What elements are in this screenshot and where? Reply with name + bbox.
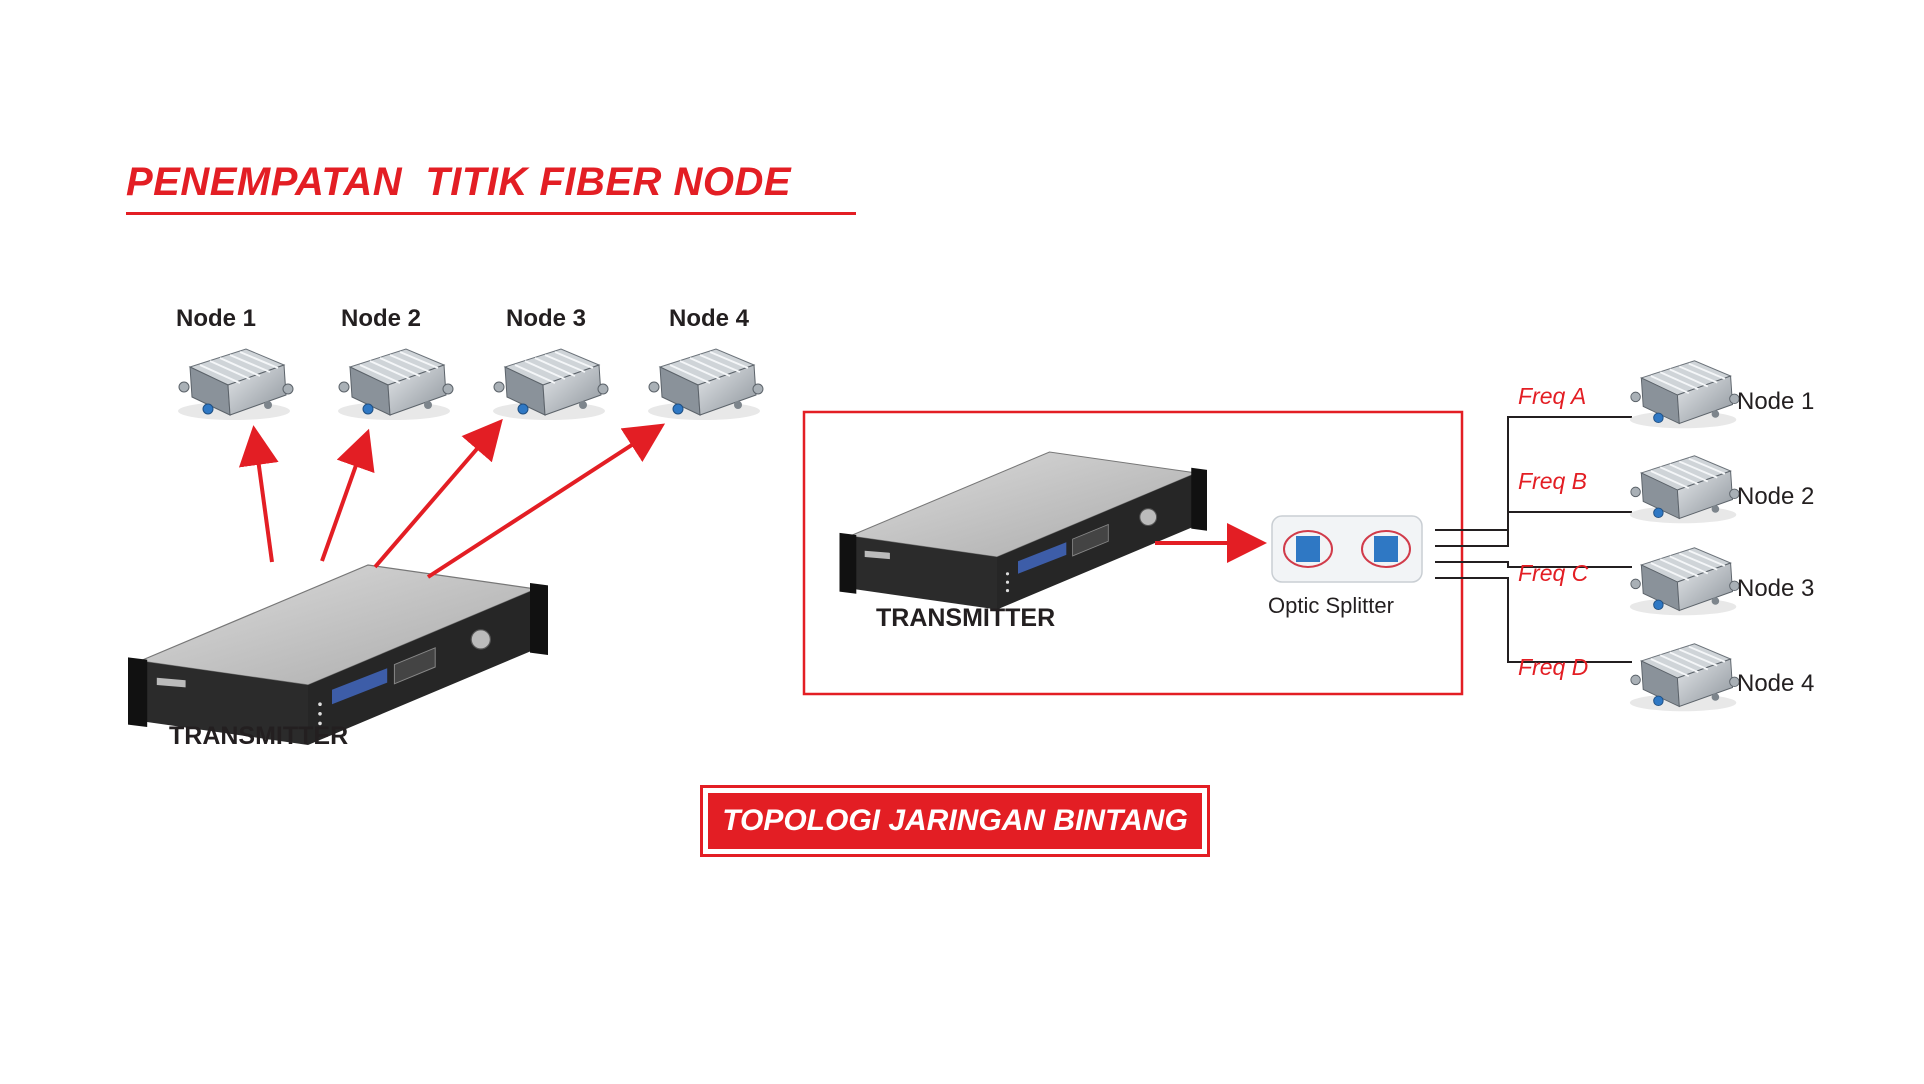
- topology-badge-fill: TOPOLOGI JARINGAN BINTANG: [708, 793, 1202, 849]
- left-transmitter-label: TRANSMITTER: [169, 722, 349, 750]
- title-underline: [126, 212, 856, 215]
- freq-b-label: Freq B: [1518, 468, 1588, 494]
- left-node-4-device: [647, 348, 764, 421]
- left-node-3-label: Node 3: [506, 305, 587, 332]
- topology-badge: TOPOLOGI JARINGAN BINTANG: [700, 785, 1210, 857]
- right-node-3-device: [1628, 546, 1741, 617]
- left-node-1-device: [177, 348, 294, 421]
- right-node-4-device: [1628, 642, 1741, 713]
- optic-splitter-label: Optic Splitter: [1268, 593, 1394, 618]
- left-arrow-4: [426, 423, 666, 579]
- left-node-4-label: Node 4: [669, 305, 750, 332]
- page-title: PENEMPATAN TITIK FIBER NODE: [126, 160, 792, 204]
- right-node-1-device: [1628, 359, 1741, 430]
- right-node-2-label: Node 2: [1737, 483, 1815, 510]
- splitter-fiber-coil-left: [1283, 530, 1333, 568]
- left-transmitter-device: [127, 564, 549, 746]
- freq-c-label: Freq C: [1518, 560, 1589, 586]
- right-node-3-label: Node 3: [1737, 575, 1815, 602]
- left-arrow-3: [373, 418, 503, 569]
- right-node-4-label: Node 4: [1737, 670, 1815, 697]
- right-node-1-label: Node 1: [1737, 388, 1815, 415]
- output-line-2: [1435, 511, 1632, 547]
- splitter-connector-right: [1374, 536, 1398, 562]
- left-arrow-1: [238, 425, 279, 563]
- output-line-4: [1435, 577, 1632, 663]
- right-node-2-device: [1628, 454, 1741, 525]
- left-node-1-label: Node 1: [176, 305, 257, 332]
- output-line-3: [1435, 561, 1632, 568]
- freq-d-label: Freq D: [1518, 654, 1589, 680]
- output-line-1: [1435, 416, 1632, 531]
- optic-splitter-tray: [1271, 515, 1423, 583]
- right-transmitter-label: TRANSMITTER: [876, 604, 1056, 632]
- topology-badge-text: TOPOLOGI JARINGAN BINTANG: [722, 804, 1188, 837]
- left-node-2-label: Node 2: [341, 305, 422, 332]
- right-transmitter-device: [838, 451, 1208, 611]
- left-node-2-device: [337, 348, 454, 421]
- freq-a-label: Freq A: [1518, 383, 1587, 409]
- splitter-connector-left: [1296, 536, 1320, 562]
- left-arrow-2: [320, 428, 375, 562]
- transmitter-frame: [802, 410, 1464, 696]
- left-node-3-device: [492, 348, 609, 421]
- splitter-fiber-coil-right: [1361, 530, 1411, 568]
